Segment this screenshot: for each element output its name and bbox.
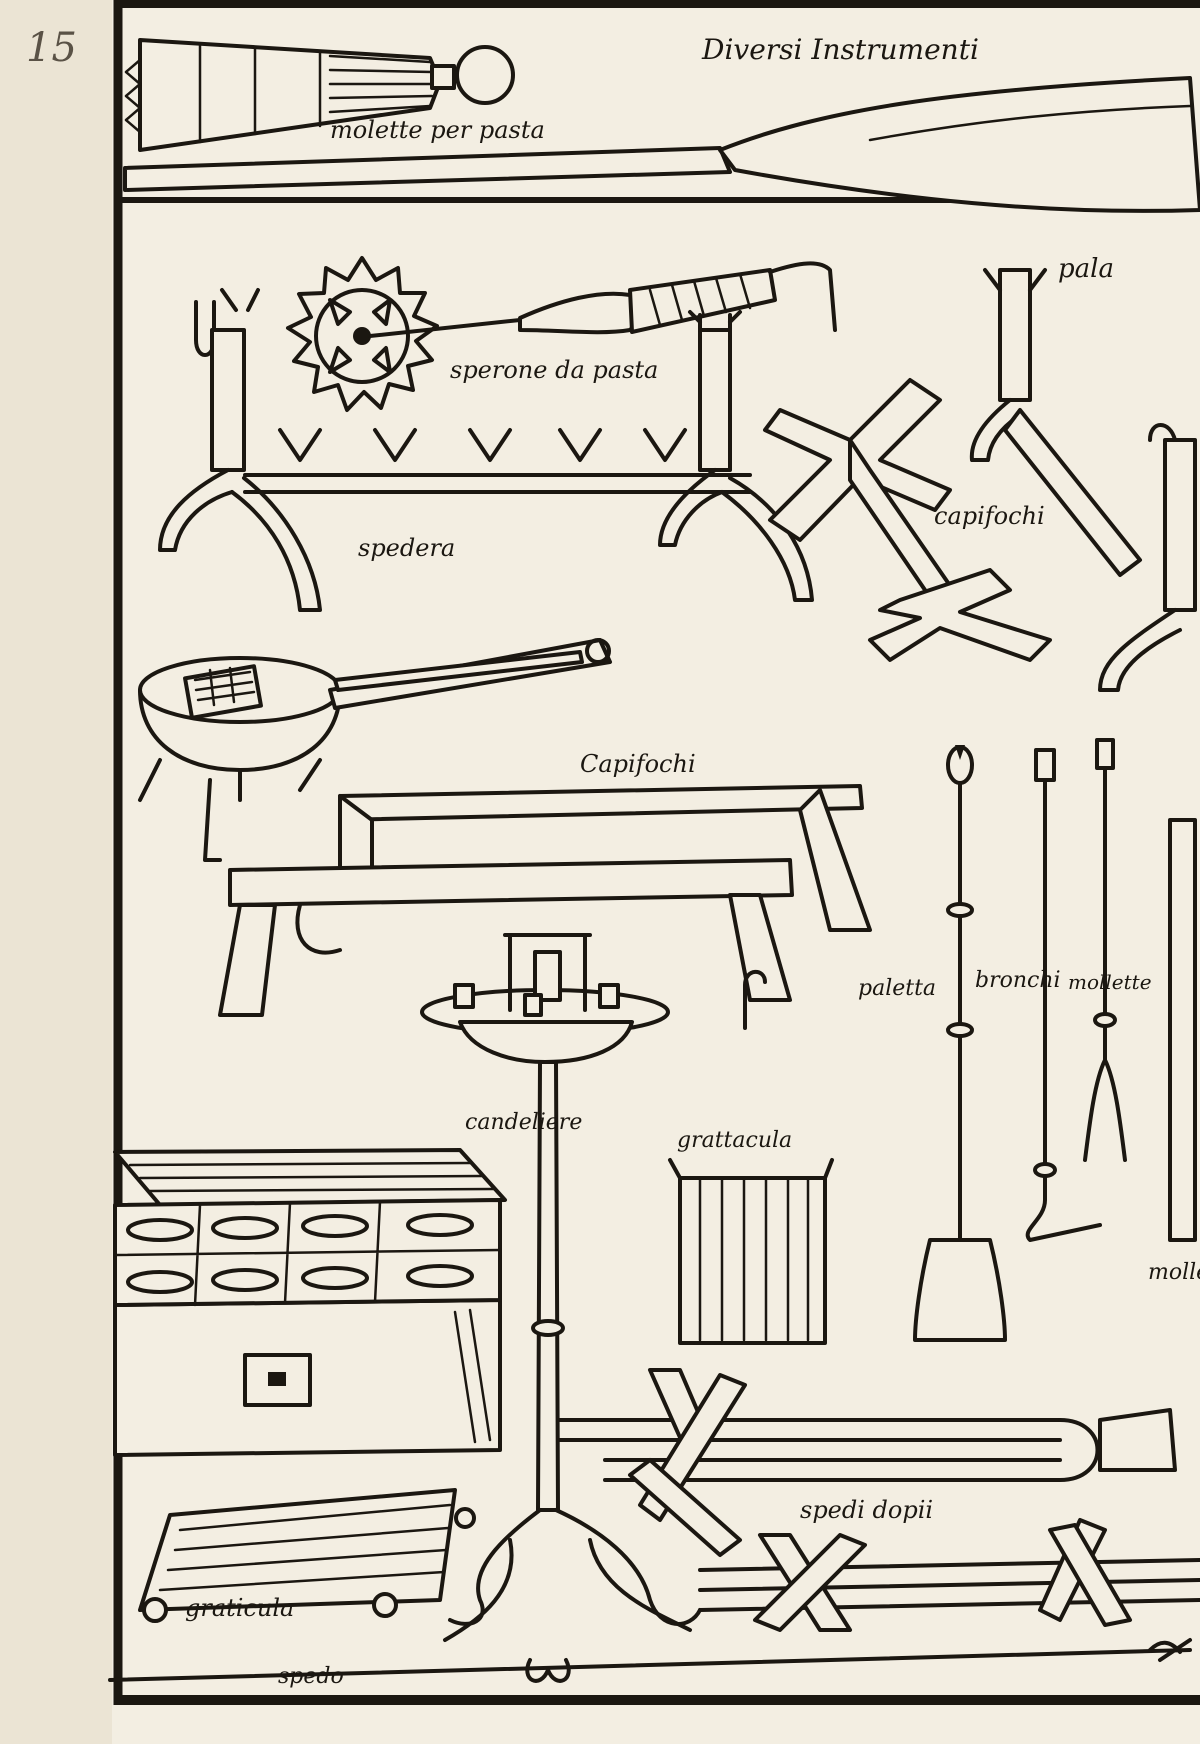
capifochi-bench-tool [218,784,872,1017]
folio-number: 15 [26,25,77,71]
spedi-dopii-tool [558,1368,1200,1632]
pala-tool [123,76,1200,213]
label-spedo: spedo [278,1664,344,1689]
label-mollette: mollette [1068,970,1152,994]
grattacula-tool [668,969,834,1345]
label-molle: molle [1148,1260,1200,1285]
spedera-tool [158,288,814,612]
pasta-pan-tool [138,638,612,862]
label-bronchi: bronchi [975,968,1061,993]
label-spedera: spedera [358,534,456,562]
label-graticula: graticula [185,1594,295,1622]
molette-tool [124,38,515,152]
label-pala: pala [1058,254,1114,284]
page-heading: Diversi Instrumenti [702,33,979,66]
label-capifochi-mid: Capifochi [580,750,696,778]
capifochi-top-tool [763,268,1197,692]
candeliere-tool [420,933,702,1683]
spedo-tool [108,1638,1192,1682]
molle-chest [113,1148,507,1457]
label-capifochi-top: capifochi [934,502,1045,530]
label-paletta: paletta [858,976,937,1001]
label-spedi-dopii: spedi dopii [800,1496,934,1524]
label-molette: molette per pasta [330,116,545,144]
graticula-tool [138,1488,476,1623]
label-sperone: sperone da pasta [450,356,659,384]
sperone-tool [286,256,837,412]
label-candeliere: candeliere [465,1110,583,1135]
hearth-tools [913,738,1197,1342]
label-grattacula: grattacula [677,1128,793,1153]
